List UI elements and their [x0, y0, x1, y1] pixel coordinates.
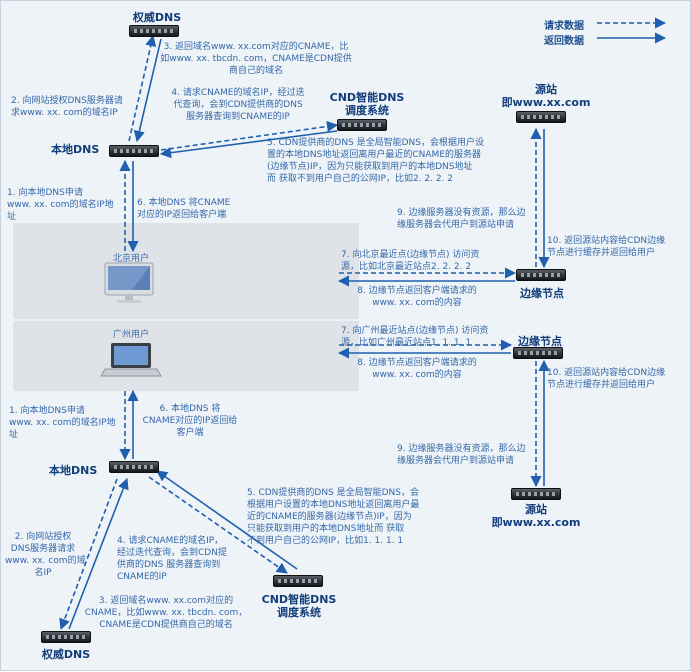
- laptop-icon: [100, 343, 162, 377]
- local-dns-label-top: 本地DNS: [51, 143, 100, 156]
- step-2-top: 2. 向网站授权DNS服务器请求www. xx. com的域名IP: [11, 96, 123, 118]
- gslb-server-icon-bottom: [273, 575, 323, 587]
- step-9-bottom: 9. 边缘服务器没有资源，那么边缘服务器会代用户到源站申请: [397, 444, 526, 466]
- local-dns-server-icon-bottom: [109, 461, 159, 473]
- origin-label-top-line2: 即www.xx.com: [501, 96, 591, 109]
- auth-dns-label-bottom: 权威DNS: [41, 648, 91, 661]
- arrow-step5-bottom: [156, 470, 298, 570]
- arrow-step2-bottom: [59, 478, 118, 631]
- step-9-top: 9. 边缘服务器没有资源，那么边缘服务器会代用户到源站申请: [397, 208, 526, 230]
- step-5-bottom: 5. CDN提供商的DNS 是全局智能DNS，会根据用户设置的本地DNS地址返回…: [247, 488, 420, 546]
- beijing-user-label: 北京用户: [113, 254, 150, 264]
- gslb-label-top-line2: 调度系统: [345, 104, 389, 117]
- auth-dns-label-top: 权威DNS: [132, 11, 182, 24]
- auth-dns-server-icon-top: [129, 25, 179, 37]
- step-10-bottom: 10. 返回源站内容给CDN边缘节点进行缓存并返回给用户: [547, 368, 666, 390]
- desktop-computer-icon: [104, 262, 154, 303]
- step-3-top: 3. 返回域名www. xx.com对应的CNAME，比如www. xx. tb…: [160, 42, 352, 76]
- guangzhou-user-label: 广州用户: [113, 330, 150, 340]
- origin-server-icon-bottom: [511, 488, 561, 500]
- arrow-step4-bottom: [148, 476, 288, 574]
- origin-label-bottom-line2: 即www.xx.com: [491, 516, 581, 529]
- step-10-top: 10. 返回源站内容给CDN边缘节点进行缓存并返回给用户: [547, 236, 666, 258]
- gslb-label-bottom-line1: CND智能DNS: [261, 593, 337, 606]
- edge-server-icon-top: [516, 269, 566, 281]
- step-4-bottom: 4. 请求CNAME的域名IP，经过迭代查询，会到CDN提供商的DNS 服务器查…: [117, 536, 227, 582]
- guangzhou-user-band: [13, 321, 359, 391]
- step-5-top: 5. CDN提供商的DNS 是全局智能DNS，会根据用户设置的本地DNS地址返回…: [267, 138, 485, 184]
- edge-node-label-top: 边缘节点: [520, 287, 564, 300]
- auth-dns-server-icon-bottom: [41, 631, 91, 643]
- step-7-top: 7. 向北京最近点(边缘节点) 访问资源，比如北京最近站点2. 2. 2. 2: [341, 250, 480, 272]
- arrow-step4-top: [160, 120, 339, 151]
- beijing-user-band: [13, 223, 359, 319]
- gslb-server-icon-top: [337, 119, 387, 131]
- gslb-label-bottom-line2: 调度系统: [277, 606, 321, 619]
- local-dns-server-icon-top: [109, 145, 159, 157]
- arrow-step3-top: [133, 38, 162, 143]
- arrow-step3-bottom: [68, 477, 129, 630]
- origin-label-top-line1: 源站: [535, 83, 557, 96]
- edge-server-icon-bottom: [513, 347, 563, 359]
- edge-node-label-bottom: 边缘节点: [518, 335, 562, 348]
- origin-server-icon-top: [516, 111, 566, 123]
- arrow-step5-top: [159, 130, 338, 159]
- gslb-label-top-line1: CND智能DNS: [329, 91, 405, 104]
- arrow-step2-top: [128, 34, 157, 142]
- legend-response-label: 返回数据: [544, 36, 584, 47]
- legend-request-label: 请求数据: [544, 21, 584, 32]
- step-7-bottom: 7. 向广州最近站点(边缘节点) 访问资源，比如广州最近站点1. 1. 1. 1: [341, 326, 489, 348]
- origin-label-bottom-line1: 源站: [525, 503, 547, 516]
- local-dns-label-bottom: 本地DNS: [49, 464, 98, 477]
